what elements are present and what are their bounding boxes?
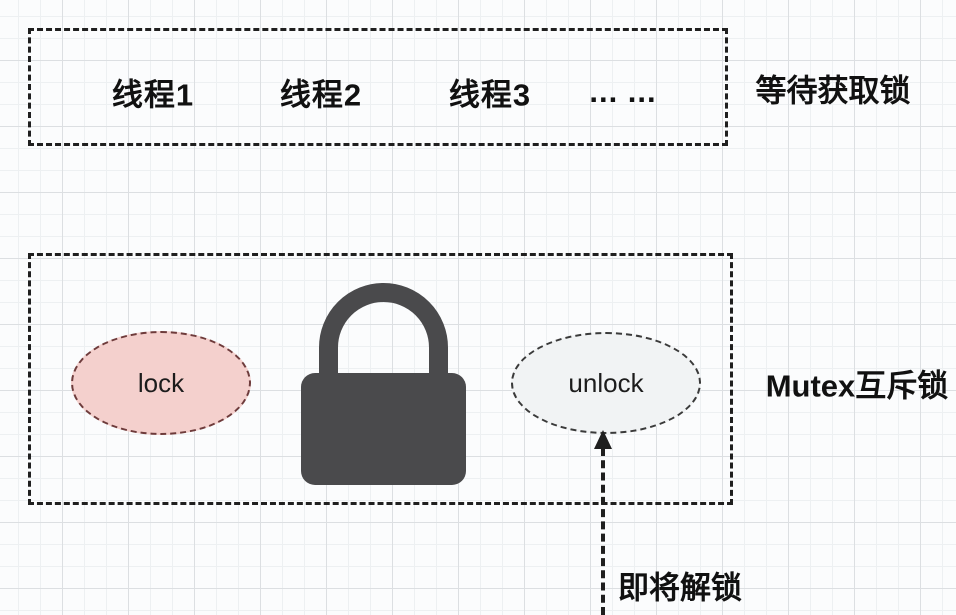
- thread-3-label: 线程3: [448, 77, 532, 113]
- thread-2-label: 线程2: [279, 77, 363, 113]
- mutex-lock-label: Mutex互斥锁: [765, 368, 949, 404]
- thread-1-label: 线程1: [111, 77, 195, 113]
- lock-state-label: lock: [137, 367, 185, 398]
- padlock-icon: [301, 283, 466, 485]
- waiting-threads-box: 线程1 线程2 线程3 ... ...: [28, 28, 728, 146]
- mutex-box: lock unlock: [28, 253, 733, 505]
- unlock-state-ellipse: unlock: [511, 332, 701, 434]
- arrow-up-icon: [594, 430, 612, 449]
- waiting-for-lock-label: 等待获取锁: [755, 73, 911, 109]
- about-to-unlock-label: 即将解锁: [618, 570, 742, 606]
- arrow-dashed-line: [601, 448, 605, 615]
- thread-more-label: ... ...: [589, 74, 657, 109]
- lock-state-ellipse: lock: [71, 331, 251, 435]
- unlock-state-label: unlock: [568, 367, 644, 398]
